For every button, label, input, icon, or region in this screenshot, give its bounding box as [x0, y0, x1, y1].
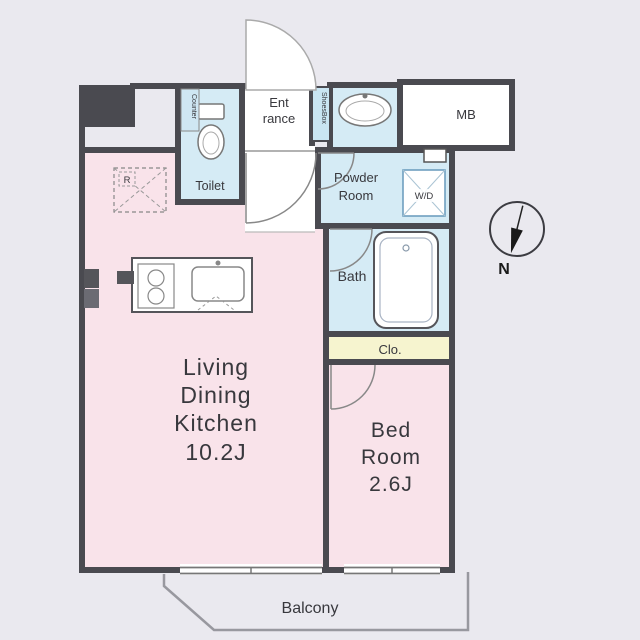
entry-hall — [245, 146, 315, 232]
bedroom-size-label: 2.6J — [369, 473, 413, 496]
utility-box — [84, 269, 99, 288]
room-meter-box — [397, 79, 515, 151]
entrance-door-arc-outside — [245, 19, 317, 91]
meter-box-label: MB — [456, 107, 476, 122]
entrance-door-arc — [245, 152, 317, 224]
powder-label-line2: Room — [339, 188, 374, 203]
kitchen-counter — [131, 257, 253, 313]
door-arcs — [245, 152, 376, 410]
washbasin-icon — [338, 93, 392, 127]
shoes-box-label: ShoesBox — [320, 92, 327, 124]
sink-icon — [191, 260, 245, 302]
utility-box — [117, 271, 134, 284]
shoes-box — [311, 86, 331, 142]
washer-dryer-space: W/D — [402, 169, 446, 217]
room-closet — [323, 331, 455, 365]
wall-segment-left — [79, 85, 85, 155]
refrigerator-space: R — [113, 167, 167, 213]
bedroom-window — [344, 564, 440, 575]
bath-door-arc — [329, 228, 373, 272]
counter-detail — [197, 295, 235, 311]
toilet-counter — [180, 88, 200, 132]
powder-door-arc — [317, 152, 355, 190]
room-bedroom — [323, 359, 455, 573]
bathtub-icon — [373, 231, 439, 329]
wall-segment-top — [130, 83, 182, 89]
powder-label-line1: Powder — [334, 170, 379, 185]
utility-box — [84, 289, 99, 308]
bedroom-door-arc — [330, 364, 376, 410]
bath-label: Bath — [338, 268, 367, 284]
ldk-label-line1: Living — [183, 354, 249, 380]
ldk-label-line3: Kitchen — [174, 410, 258, 436]
balcony-label: Balcony — [282, 600, 339, 617]
refrigerator-label: R — [124, 175, 131, 186]
toilet-label: Toilet — [195, 179, 225, 193]
utility-box — [423, 148, 447, 163]
compass-n-label: N — [498, 261, 510, 278]
compass-icon: N — [489, 201, 545, 278]
ldk-window — [180, 564, 322, 575]
wall-block — [79, 85, 135, 127]
ldk-size-label: 10.2J — [185, 439, 246, 465]
closet-label: Clo. — [378, 342, 401, 357]
ldk-label-line2: Dining — [180, 382, 251, 408]
washer-dryer-label: W/D — [415, 191, 434, 202]
bedroom-label-line2: Room — [361, 446, 421, 469]
bedroom-label-line1: Bed — [371, 419, 411, 442]
entrance-label-line1: Ent — [269, 95, 289, 110]
toilet-counter-label: Counter — [190, 94, 197, 120]
balcony-outline — [162, 572, 470, 632]
entrance-label-line2: rance — [263, 111, 296, 126]
toilet-icon — [197, 103, 225, 160]
stove-icon — [137, 263, 175, 309]
